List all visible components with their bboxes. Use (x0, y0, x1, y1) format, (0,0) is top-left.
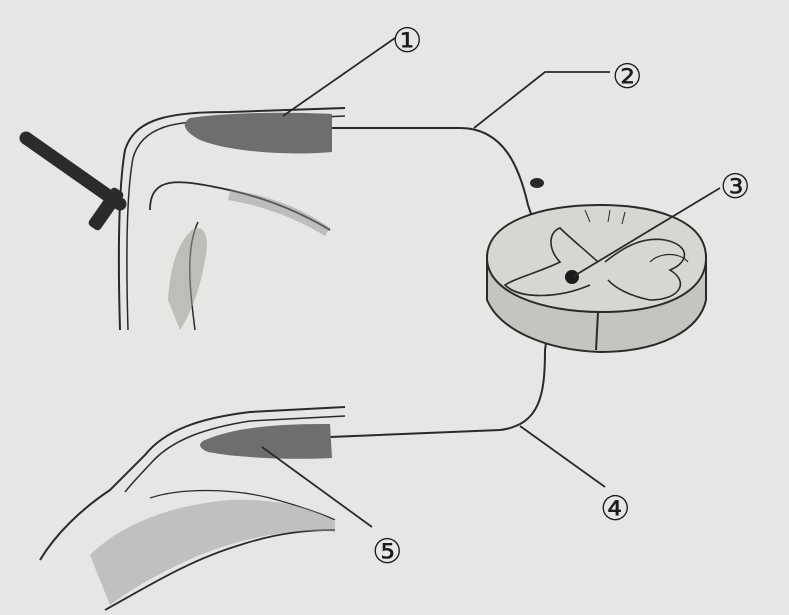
label-afferent-nerve: ② (612, 57, 642, 97)
nerve-center-dot (565, 270, 579, 284)
label-efferent-nerve: ④ (600, 489, 630, 529)
label-receptor: ① (392, 21, 422, 61)
spinal-cord-section (487, 205, 706, 352)
label-effector: ⑤ (372, 532, 402, 572)
label-nerve-center: ③ (720, 167, 750, 207)
dorsal-root-ganglion (530, 178, 544, 188)
